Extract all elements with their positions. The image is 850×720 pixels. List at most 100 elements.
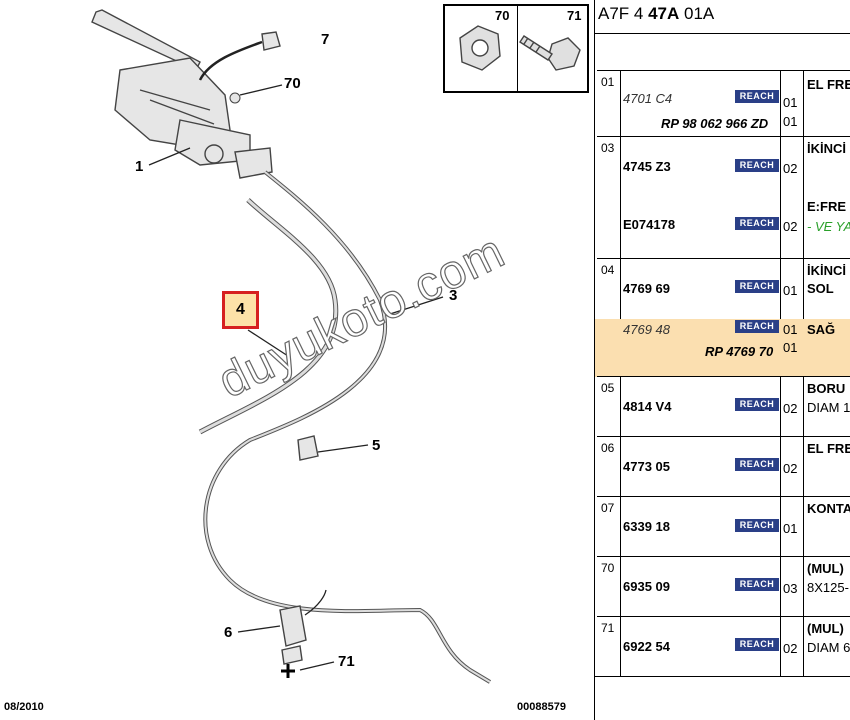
reach-badge: REACH: [735, 638, 779, 651]
group-71[interactable]: 71 6922 54 REACH 02 (MUL) DIAM 6: [597, 616, 850, 676]
part-qty: 02: [783, 641, 798, 656]
callout-7[interactable]: 7: [321, 31, 330, 48]
nut-70-drawing: [229, 92, 241, 104]
screw-71-marker: [281, 664, 295, 678]
header-code-bold: 47A: [648, 4, 680, 23]
footer-code: 00088579: [517, 701, 566, 713]
group-number: 05: [601, 381, 615, 395]
reach-badge: REACH: [735, 398, 779, 411]
clip-5-drawing: [297, 435, 319, 461]
callout-70[interactable]: 70: [284, 75, 301, 92]
replacement-qty: 01: [783, 340, 798, 355]
part-qty: 01: [783, 322, 798, 337]
part-note: - VE YA: [807, 219, 850, 234]
bracket-6-drawing: [279, 605, 307, 647]
group-07[interactable]: 07 6339 18 REACH 01 KONTA: [597, 496, 850, 556]
part-ref: 4814 V4: [623, 399, 672, 414]
part-desc: EL FRE: [807, 77, 850, 92]
header-rule: [595, 33, 850, 34]
part-desc: SAĞ: [807, 322, 836, 337]
group-number: 70: [601, 561, 615, 575]
reach-badge: REACH: [735, 578, 779, 591]
part-ref: 4745 Z3: [623, 159, 671, 174]
part-qty: 02: [783, 219, 798, 234]
group-05[interactable]: 05 4814 V4 REACH 02 BORU DIAM 1: [597, 376, 850, 436]
diagram-drawing: [91, 9, 581, 684]
leader-lines: [148, 84, 444, 671]
part-qty: 01: [783, 283, 798, 298]
part-qty: 01: [783, 95, 798, 110]
part-ref: 4773 05: [623, 459, 670, 474]
thumb-label-70: 70: [495, 8, 510, 23]
group-number: 04: [601, 263, 615, 277]
callout-3[interactable]: 3: [449, 287, 458, 304]
part-desc: E:FRE: [807, 199, 846, 214]
group-number: 71: [601, 621, 615, 635]
reach-badge: REACH: [735, 280, 779, 293]
part-qty: 03: [783, 581, 798, 596]
callout-5[interactable]: 5: [372, 437, 381, 454]
reach-badge: REACH: [735, 458, 779, 471]
part-desc: (MUL): [807, 561, 844, 576]
part-desc-2: DIAM 1: [807, 400, 850, 415]
group-06[interactable]: 06 4773 05 REACH 02 EL FRE: [597, 436, 850, 496]
part-ref: 6339 18: [623, 519, 670, 534]
header-code-prefix: A7F 4: [598, 4, 649, 23]
part-desc: İKİNCİ: [807, 141, 846, 156]
leader-7: [198, 40, 263, 81]
group-number: 07: [601, 501, 615, 515]
group-04[interactable]: 04 4769 69 REACH 01 İKİNCİ SOL 4769 48 R…: [595, 258, 850, 377]
part-ref: 6922 54: [623, 639, 670, 654]
reach-badge: REACH: [735, 159, 779, 172]
replacement-qty: 01: [783, 114, 798, 129]
callout-71[interactable]: 71: [338, 653, 355, 670]
parts-table-panel: A7F 4 47A 01A 01 4701 C4 REACH 01 EL FRE…: [594, 0, 850, 720]
replacement-ref: RP 98 062 966 ZD: [661, 116, 769, 131]
reach-badge: REACH: [735, 217, 779, 230]
part-qty: 02: [783, 461, 798, 476]
thumbnail-divider: [517, 6, 518, 91]
table-bottom-rule: [595, 676, 850, 677]
group-number: 03: [601, 141, 615, 155]
thumb-label-71: 71: [567, 8, 582, 23]
nut-thumbnail-drawing: [459, 25, 501, 71]
screw-thumbnail-drawing: [519, 35, 581, 71]
part-ref: 6935 09: [623, 579, 670, 594]
callout-6[interactable]: 6: [224, 624, 233, 641]
callout-1[interactable]: 1: [135, 158, 144, 175]
reach-badge: REACH: [735, 519, 779, 532]
callout-4: 4: [236, 301, 245, 318]
parts-diagram: 70 71 7 70 1 3 4 5 6 71 duyukoto.com 08/…: [4, 4, 589, 713]
reach-badge: REACH: [735, 90, 779, 103]
part-desc-2: SOL: [807, 281, 834, 296]
group-number: 06: [601, 441, 615, 455]
panel-header: A7F 4 47A 01A: [598, 4, 714, 24]
cable-3-inner: [204, 171, 491, 683]
cable-4-inner: [199, 198, 338, 434]
part-desc-2: 8X125-: [807, 580, 849, 595]
part-desc: (MUL): [807, 621, 844, 636]
part-desc: EL FRE: [807, 441, 850, 456]
part-desc: İKİNCİ: [807, 263, 846, 278]
clip-7-drawing: [261, 31, 281, 51]
footer-date: 08/2010: [4, 701, 44, 713]
group-03[interactable]: 03 4745 Z3 REACH 02 İKİNCİ E074178 REACH…: [597, 136, 850, 258]
callout-4-highlight[interactable]: 4: [222, 291, 259, 329]
part-desc: BORU: [807, 381, 846, 396]
part-ref: 4701 C4: [623, 91, 673, 106]
part-qty: 01: [783, 521, 798, 536]
group-70[interactable]: 70 6935 09 REACH 03 (MUL) 8X125-: [597, 556, 850, 616]
reach-badge: REACH: [735, 320, 779, 333]
part-qty: 02: [783, 401, 798, 416]
fastener-thumbnails: 70 71: [443, 4, 589, 93]
part-ref: 4769 48: [623, 322, 670, 337]
part-desc: KONTA: [807, 501, 850, 516]
header-code-suffix: 01A: [679, 4, 715, 23]
group-01[interactable]: 01 4701 C4 REACH 01 EL FRE RP 98 062 966…: [597, 70, 850, 136]
part-qty: 02: [783, 161, 798, 176]
handbrake-lever-drawing: [91, 9, 273, 179]
part-ref: E074178: [623, 217, 676, 232]
part-row-highlighted[interactable]: 4769 48 REACH 01 SAĞ RP 4769 70 01: [595, 319, 850, 377]
group-number: 01: [601, 75, 615, 89]
part-ref: 4769 69: [623, 281, 670, 296]
